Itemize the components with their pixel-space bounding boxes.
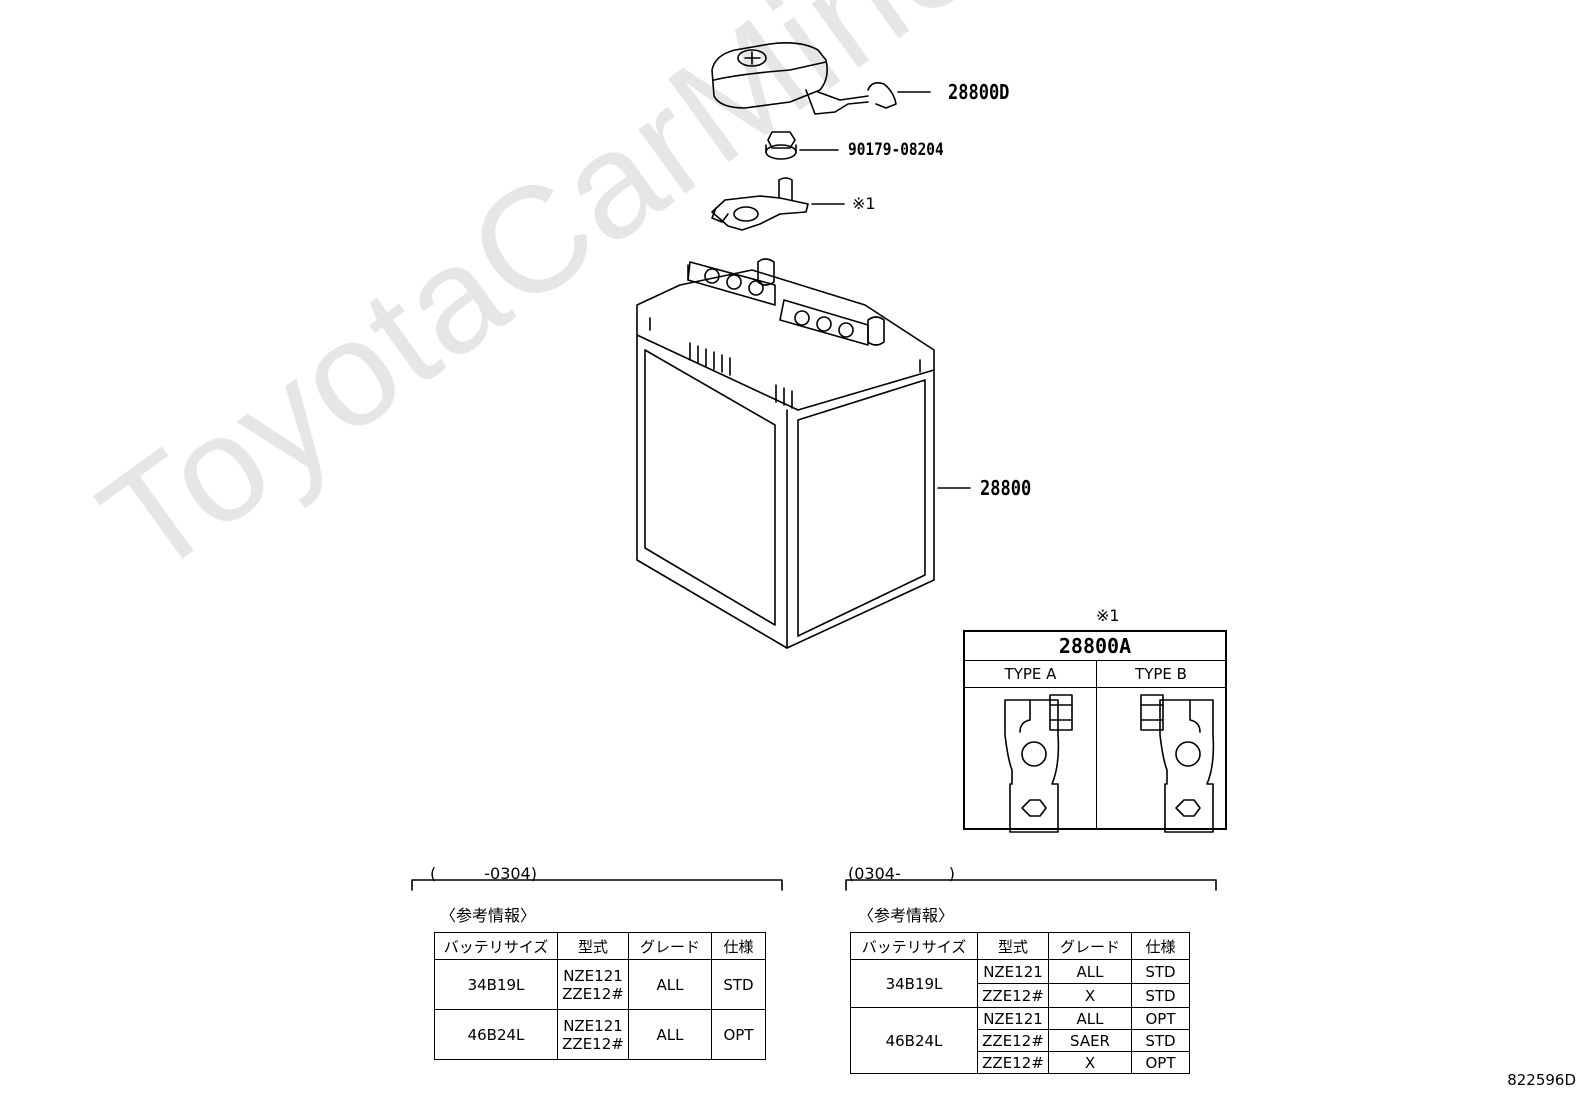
header-spec: 仕様 [711,932,766,960]
right-range-bracket [845,879,1217,891]
clamp-type-detail-box: 28800A TYPE A TYPE B [963,630,1227,830]
table-row: 46B24L NZE121 ALL OPT [850,1007,1190,1074]
cell-spec: STD [1131,1029,1190,1052]
cell-model: NZE121 [563,1016,623,1035]
callout-nut: 90179-08204 [848,140,944,160]
detail-part-number: 28800A [965,632,1225,661]
cell-model: ZZE12# [562,984,624,1003]
type-a-clamp-drawing [1004,694,1073,833]
table-row: 34B19L NZE121 ALL STD [850,959,1190,1008]
detail-divider [1096,661,1097,828]
nut-drawing [765,131,797,160]
cell-model: NZE121 [977,1007,1049,1030]
header-grade: グレード [1048,932,1132,960]
cell-model: ZZE12# [977,1051,1049,1074]
cell-model: ZZE12# [977,983,1049,1008]
header-model: 型式 [557,932,629,960]
cell-size: 46B24L [850,1007,978,1074]
type-a-label: TYPE A [965,661,1096,688]
cell-spec: OPT [1131,1007,1190,1030]
cell-size: 46B24L [434,1009,558,1060]
cell-grade: ALL [628,1009,712,1060]
type-b-label: TYPE B [1097,661,1225,688]
header-battery-size: バッテリサイズ [850,932,978,960]
left-range-bracket [411,879,783,891]
header-model: 型式 [977,932,1049,960]
left-date-range: ( -0304) [430,864,537,883]
cell-size: 34B19L [434,959,558,1010]
cell-grade: ALL [628,959,712,1010]
callout-terminal-cover: 28800D [948,80,1010,104]
table-row: 46B24L NZE121 ZZE12# ALL OPT [434,1009,766,1060]
right-battery-table: バッテリサイズ 型式 グレード 仕様 34B19L NZE121 ALL STD… [850,932,1190,1074]
cell-grade: X [1048,983,1132,1008]
cell-models: NZE121 ZZE12# [557,1009,629,1060]
cell-spec: OPT [1131,1051,1190,1074]
cell-spec: OPT [711,1009,766,1060]
terminal-cover-drawing [711,42,897,115]
header-spec: 仕様 [1131,932,1190,960]
table-header-row: バッテリサイズ 型式 グレード 仕様 [434,932,766,960]
cell-model: ZZE12# [562,1034,624,1053]
table-row: 34B19L NZE121 ZZE12# ALL STD [434,959,766,1010]
battery-drawing [636,258,935,649]
header-grade: グレード [628,932,712,960]
cell-model: NZE121 [563,966,623,985]
table-row: ZZE12# X OPT [851,1051,1190,1074]
callout-clamp-note: ※1 [852,194,876,213]
cell-grade: X [1048,1051,1132,1074]
cell-grade: ALL [1048,1007,1132,1030]
cell-spec: STD [1131,959,1190,984]
right-date-range: (0304- ) [848,864,955,883]
document-id: 822596D [1507,1071,1576,1089]
type-b-clamp-drawing [1140,694,1215,833]
callout-battery: 28800 [980,476,1032,500]
left-ref-title: 〈参考情報〉 [440,906,537,925]
cell-models: NZE121 ZZE12# [557,959,629,1010]
table-row: ZZE12# X STD [851,983,1190,1008]
detail-note-mark: ※1 [1096,606,1120,625]
cell-grade: ALL [1048,959,1132,984]
clamp-drawing [711,177,809,231]
right-ref-title: 〈参考情報〉 [858,906,955,925]
cell-grade: SAER [1048,1029,1132,1052]
table-header-row: バッテリサイズ 型式 グレード 仕様 [850,932,1190,960]
cell-model: NZE121 [977,959,1049,984]
cell-spec: STD [711,959,766,1010]
left-battery-table: バッテリサイズ 型式 グレード 仕様 34B19L NZE121 ZZE12# … [434,932,766,1060]
cell-model: ZZE12# [977,1029,1049,1052]
cell-size: 34B19L [850,959,978,1008]
header-battery-size: バッテリサイズ [434,932,558,960]
cell-spec: STD [1131,983,1190,1008]
